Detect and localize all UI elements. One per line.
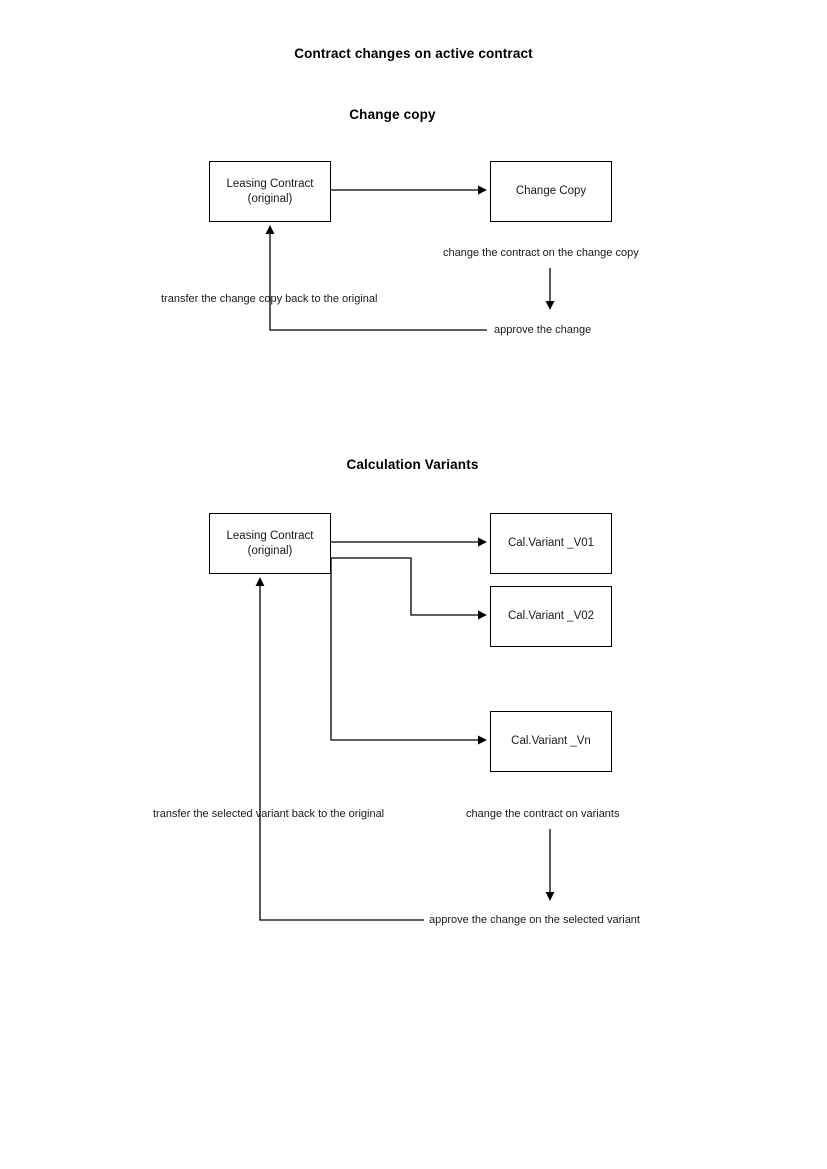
edge-label-transfer-selected-variant-back: transfer the selected variant back to th… [153,808,385,820]
node-label-line1: Cal.Variant _V01 [507,537,595,549]
node-label-line1: Leasing Contract [226,177,314,190]
edge-label-approve-the-change: approve the change [494,324,592,336]
edge-transfer-back-to-original-2 [255,577,424,921]
node-label-line1: Cal.Variant _Vn [511,735,591,747]
edge-label-approve-change-selected-variant: approve the change on the selected varia… [429,914,640,926]
node-label-line1: Change Copy [515,185,587,197]
section-title-change-copy: Change copy [349,107,436,122]
node-label-line2: (original) [247,544,293,557]
edge-label-change-contract-on-change-copy: change the contract on the change copy [443,247,639,259]
section-title-calculation-variants: Calculation Variants [346,457,479,472]
node-cal-variant-v01[interactable]: Cal.Variant _V01 [490,513,612,574]
edge-label-change-contract-on-variants: change the contract on variants [466,808,620,820]
node-label-line1: Cal.Variant _V02 [507,610,595,622]
node-cal-variant-vn[interactable]: Cal.Variant _Vn [490,711,612,772]
node-label-line1: Leasing Contract [226,529,314,542]
node-change-copy[interactable]: Change Copy [490,161,612,222]
edge-lc2-to-vn [330,558,487,745]
page-title: Contract changes on active contract [294,46,533,61]
edge-lc2-to-v02 [331,557,487,620]
edge-label-transfer-change-copy-back: transfer the change copy back to the ori… [161,293,378,305]
node-leasing-contract-original-1[interactable]: Leasing Contract (original) [209,161,331,222]
edge-transfer-back-to-original-1 [265,225,487,331]
node-label-line2: (original) [247,192,293,205]
node-cal-variant-v02[interactable]: Cal.Variant _V02 [490,586,612,647]
node-leasing-contract-original-2[interactable]: Leasing Contract (original) [209,513,331,574]
